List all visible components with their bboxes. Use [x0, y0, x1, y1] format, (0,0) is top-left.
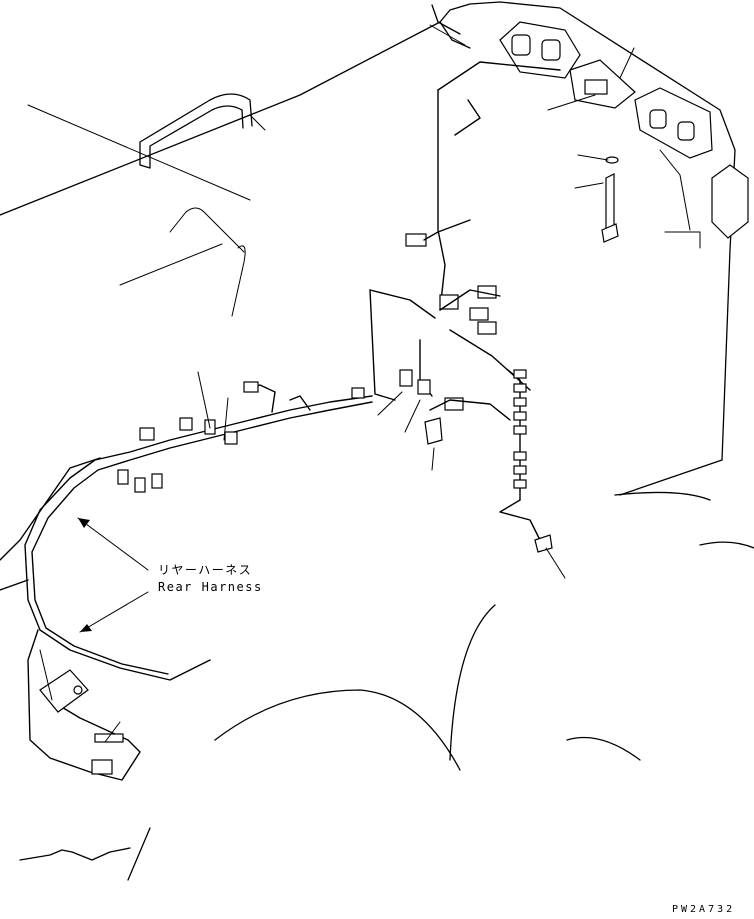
drawing-code: PW2A732	[672, 904, 735, 915]
connector-stack	[499, 369, 553, 553]
central-junction	[369, 285, 531, 445]
rear-harness-main	[0, 381, 373, 681]
rear-lamp-assembly	[499, 21, 749, 249]
fender-outlines	[19, 604, 641, 881]
leader-lines	[39, 24, 635, 743]
rear-harness-callout-arrows	[77, 517, 149, 633]
callout-label-english: Rear Harness	[158, 580, 263, 594]
cab-body-outline	[0, 1, 754, 549]
bolt-and-washer	[601, 156, 619, 243]
lower-left-harness	[27, 629, 141, 781]
roof-handrail	[139, 93, 253, 317]
upper-harness	[405, 61, 561, 311]
callout-label-japanese: リヤーハーネス	[158, 563, 252, 577]
